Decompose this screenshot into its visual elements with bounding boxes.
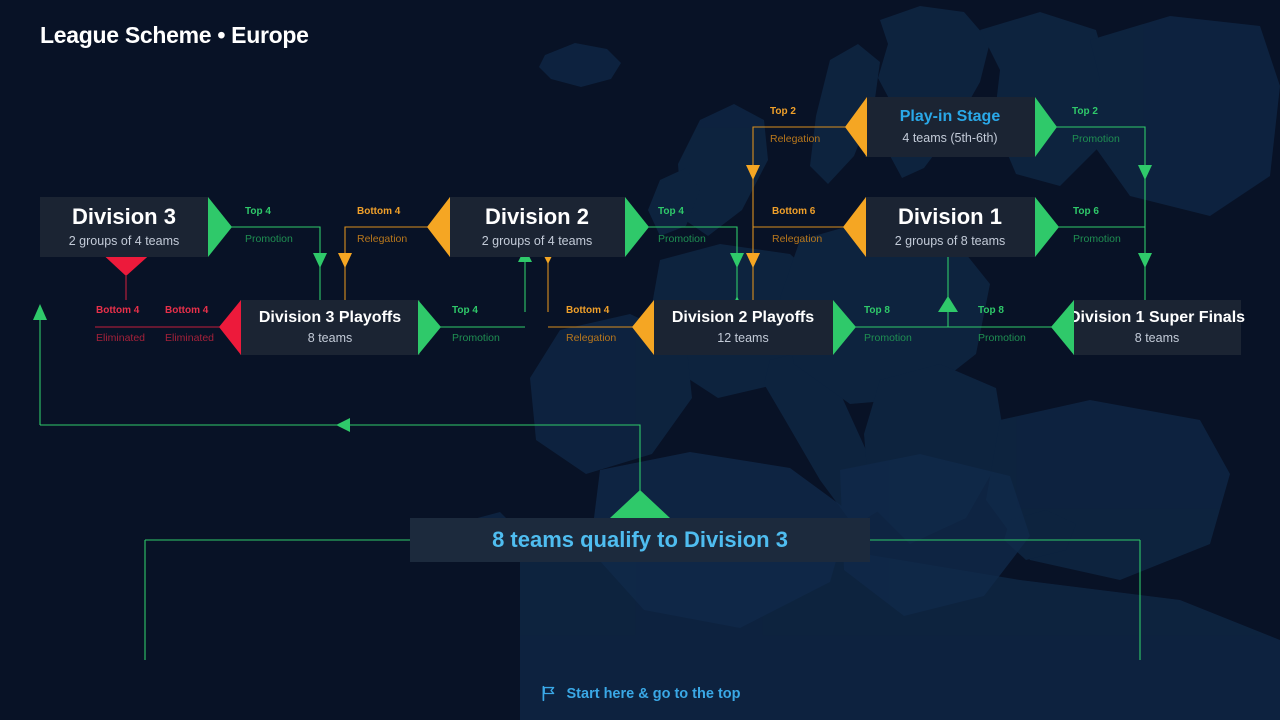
- edge-label-d2-right: Top 4 Promotion: [658, 206, 706, 245]
- node-subtitle: 2 groups of 8 teams: [894, 234, 1006, 249]
- edge-label-d3p-far-left: Bottom 4 Eliminated: [96, 305, 146, 344]
- arrow-right-green-d3: [208, 197, 232, 257]
- edge-label-d2-left: Bottom 4 Relegation: [357, 206, 408, 245]
- edge-label-d3p-left: Bottom 4 Eliminated: [165, 305, 215, 344]
- node-division-3-playoffs[interactable]: Division 3 Playoffs 8 teams: [240, 300, 420, 355]
- arrow-right-green-playin: [1035, 97, 1057, 157]
- footer-hint: Start here & go to the top: [0, 685, 1280, 702]
- arrow-right-green-d2: [625, 197, 649, 257]
- arrow-left-red-d3p: [219, 300, 241, 355]
- edge-label-d2p-left: Bottom 4 Relegation: [566, 305, 617, 344]
- footer-text: Start here & go to the top: [566, 685, 741, 702]
- node-title: Division 3 Playoffs: [258, 308, 402, 326]
- node-title: Division 2 Playoffs: [671, 308, 815, 326]
- node-division-2[interactable]: Division 2 2 groups of 4 teams: [449, 197, 625, 257]
- page-title: League Scheme • Europe: [40, 22, 309, 48]
- node-division-2-playoffs[interactable]: Division 2 Playoffs 12 teams: [653, 300, 833, 355]
- node-subtitle: 8 teams: [1134, 331, 1180, 346]
- edge-label-sf-left: Top 8 Promotion: [978, 305, 1026, 344]
- arrow-left-green-sf: [1051, 300, 1074, 355]
- edge-label-d2p-right: Top 8 Promotion: [864, 305, 912, 344]
- edge-label-d3-right: Top 4 Promotion: [245, 206, 293, 245]
- node-title: Division 1: [898, 204, 1002, 230]
- arrow-right-green-d2p: [833, 300, 856, 355]
- arrow-left-orange-d2p: [632, 300, 654, 355]
- edge-label-d3p-right: Top 4 Promotion: [452, 305, 500, 344]
- node-subtitle: 2 groups of 4 teams: [481, 234, 593, 249]
- node-division-1-super-finals[interactable]: Division 1 Super Finals 8 teams: [1069, 300, 1245, 355]
- edge-label-d1-left: Bottom 6 Relegation: [772, 206, 823, 245]
- node-play-in-stage[interactable]: Play-in Stage 4 teams (5th-6th): [865, 97, 1035, 157]
- edge-label-d1-right: Top 6 Promotion: [1073, 206, 1121, 245]
- arrow-left-orange-d1: [843, 197, 866, 257]
- arrow-right-green-d1: [1035, 197, 1059, 257]
- arrow-left-orange-playin: [845, 97, 867, 157]
- arrow-left-orange-d2: [427, 197, 450, 257]
- node-subtitle: 12 teams: [717, 331, 769, 346]
- node-subtitle: 4 teams (5th-6th): [902, 130, 998, 145]
- flag-icon: [542, 685, 554, 702]
- node-title: Play-in Stage: [899, 108, 1001, 126]
- node-title: Division 2: [485, 204, 589, 230]
- node-subtitle: 8 teams: [307, 331, 353, 346]
- node-title: Division 3: [72, 204, 176, 230]
- arrow-right-green-d3p: [418, 300, 441, 355]
- node-title: Division 1 Super Finals: [1068, 308, 1246, 326]
- edge-label-playin-right: Top 2 Promotion: [1072, 106, 1120, 145]
- node-qualify-banner[interactable]: 8 teams qualify to Division 3: [410, 518, 870, 562]
- qualify-banner-text: 8 teams qualify to Division 3: [492, 527, 788, 552]
- node-subtitle: 2 groups of 4 teams: [68, 234, 180, 249]
- edge-label-playin-left: Top 2 Relegation: [770, 106, 821, 145]
- node-division-3[interactable]: Division 3 2 groups of 4 teams: [40, 197, 208, 257]
- node-division-1[interactable]: Division 1 2 groups of 8 teams: [865, 197, 1035, 257]
